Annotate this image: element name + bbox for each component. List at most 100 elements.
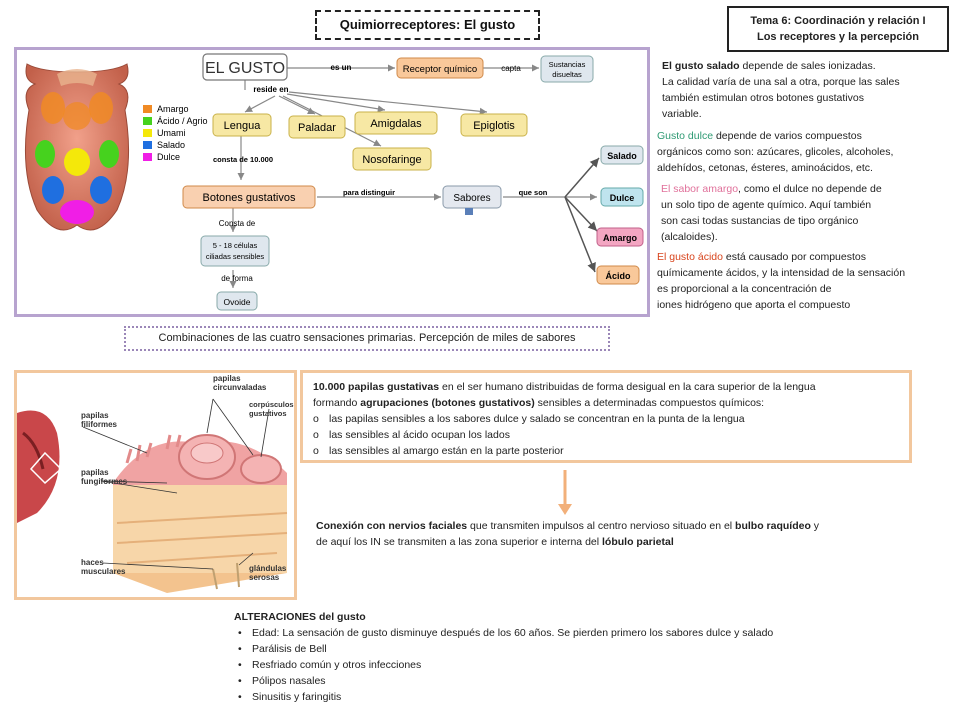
node-paladar-label: Paladar: [298, 122, 336, 134]
papilas-line-2c: sensibles a determinadas compuestos quím…: [534, 397, 765, 409]
topic-line-2: Los receptores y la percepción: [756, 31, 919, 43]
node-celulas: [200, 235, 270, 267]
node-lengua: [212, 113, 272, 137]
node-sabores-label: Sabores: [453, 193, 490, 204]
link-para-distinguir: para distinguir: [343, 188, 395, 197]
node-receptor-label: Receptor químico: [403, 64, 477, 75]
node-amigdalas: [354, 111, 438, 135]
papilas-box: 10.000 papilas gustativas en el ser huma…: [300, 370, 912, 463]
node-ovoide: [216, 291, 258, 311]
amargo-text: El sabor amargo, como el dulce no depend…: [661, 181, 951, 245]
label-fungiformes-2: fungiformes: [81, 477, 128, 486]
papilas-line-1: en el ser humano distribuidas de forma d…: [439, 381, 816, 393]
node-amargo: [596, 227, 644, 247]
legend-swatch-amargo: [143, 105, 152, 113]
papilla-illustration: papilas circunvaladas corpúsculos gustat…: [17, 374, 294, 593]
link-capta: capta: [501, 64, 521, 73]
list-item: las sensibles al ácido ocupan los lados: [313, 427, 899, 443]
dulce-line-3: aldehídos, cetonas, ésteres, aminoácidos…: [657, 162, 873, 174]
salado-line-3: también estimulan otros botones gustativ…: [662, 92, 864, 104]
legend-swatch-umami: [143, 129, 152, 137]
list-item: Parálisis de Bell: [234, 641, 934, 657]
tongue-illustration: [24, 63, 130, 231]
link-consta-de: Consta de: [219, 219, 256, 228]
topic-line-1: Tema 6: Coordinación y relación I: [750, 15, 926, 27]
topic-box: Tema 6: Coordinación y relación I Los re…: [727, 6, 949, 52]
legend-label-salado: Salado: [157, 140, 185, 150]
salado-line-4: variable.: [662, 108, 702, 120]
dulce-text: Gusto dulce depende de varios compuestos…: [657, 128, 952, 176]
node-amargo-label: Amargo: [603, 233, 638, 243]
list-item: las sensibles al amargo están en la part…: [313, 443, 899, 459]
label-glandulas-2: serosas: [249, 573, 280, 582]
node-acido-label: Ácido: [605, 271, 631, 281]
papilas-line-2a: formando: [313, 397, 361, 409]
node-nasofaringe: [352, 147, 432, 171]
node-amigdalas-label: Amigdalas: [370, 118, 422, 130]
label-circunvaladas-2: circunvaladas: [213, 383, 267, 392]
node-dulce-label: Dulce: [610, 193, 635, 203]
page-title: Quimiorreceptores: El gusto: [315, 10, 540, 40]
node-celulas-l1: 5 - 18 células: [213, 241, 258, 250]
node-botones: [182, 185, 316, 209]
acido-text: El gusto ácido está causado por compuest…: [657, 249, 957, 313]
node-el-gusto-label: EL GUSTO: [205, 60, 285, 77]
legend-swatch-acido: [143, 117, 152, 125]
node-paladar: [288, 115, 346, 139]
link-consta-10000: consta de 10.000: [213, 155, 273, 164]
salado-text: El gusto salado depende de sales ionizad…: [662, 58, 952, 122]
conexion-lobulo: lóbulo parietal: [602, 536, 674, 548]
label-fungiformes-1: papilas: [81, 468, 109, 477]
node-acido: [596, 265, 640, 285]
legend-swatch-salado: [143, 141, 152, 149]
node-dulce: [600, 187, 644, 207]
node-sustancias-l1: Sustancias: [549, 60, 586, 69]
node-salado-label: Salado: [607, 151, 637, 161]
list-item: Resfriado común y otros infecciones: [234, 657, 934, 673]
label-corpusculos-1: corpúsculos: [249, 400, 294, 409]
node-receptor: [396, 57, 484, 79]
list-item: Edad: La sensación de gusto disminuye de…: [234, 625, 934, 641]
legend-label-umami: Umami: [157, 128, 186, 138]
amargo-line-4: (alcaloides).: [661, 231, 718, 243]
acido-rest: está causado por compuestos: [722, 251, 866, 263]
legend-label-dulce: Dulce: [157, 152, 180, 162]
link-de-forma: de forma: [221, 274, 253, 283]
dulce-lead: Gusto dulce: [657, 130, 714, 142]
amargo-lead: El sabor amargo: [661, 183, 739, 195]
list-item: Sinusitis y faringitis: [234, 689, 934, 705]
acido-line-3: es proporcional a la concentración de: [657, 283, 832, 295]
list-item: Pólipos nasales: [234, 673, 934, 689]
label-corpusculos-2: gustativos: [249, 409, 287, 418]
concept-map-frame: Amargo Ácido / Agrio Umami Salado Dulce: [14, 47, 650, 317]
acido-line-4: iones hidrógeno que aporta el compuesto: [657, 299, 851, 311]
node-celulas-l2: ciliadas sensibles: [206, 252, 265, 261]
acido-line-2: químicamente ácidos, y la intensidad de …: [657, 267, 906, 279]
node-lengua-label: Lengua: [224, 120, 262, 132]
papilas-list: las papilas sensibles a los sabores dulc…: [313, 411, 899, 459]
legend-swatch-dulce: [143, 153, 152, 161]
node-epiglotis: [460, 113, 528, 137]
node-botones-label: Botones gustativos: [203, 192, 296, 204]
tongue-legend: Amargo Ácido / Agrio Umami Salado Dulce: [143, 104, 208, 162]
label-filiformes-2: filiformes: [81, 420, 118, 429]
node-epiglotis-label: Epiglotis: [473, 120, 515, 132]
label-filiformes-1: papilas: [81, 411, 109, 420]
conexion-bulbo: bulbo raquídeo: [735, 520, 811, 532]
link-es-un: es un: [331, 63, 352, 72]
label-haces-2: musculares: [81, 567, 126, 576]
node-ovoide-label: Ovoide: [224, 297, 251, 307]
concept-map: Amargo Ácido / Agrio Umami Salado Dulce: [24, 53, 644, 311]
node-el-gusto: [202, 53, 288, 81]
node-sustancias-l2: disueltas: [552, 70, 582, 79]
link-que-son: que son: [519, 188, 548, 197]
label-glandulas-1: glándulas: [249, 564, 287, 573]
alteraciones-list: Edad: La sensación de gusto disminuye de…: [234, 625, 934, 705]
salado-lead: El gusto salado: [662, 60, 740, 72]
conexion-c: de aquí los IN se transmiten a las zona …: [316, 536, 602, 548]
papilas-line-2b: agrupaciones (botones gustativos): [360, 397, 535, 409]
link-reside-en: reside en: [253, 85, 288, 94]
node-salado: [600, 145, 644, 165]
conexion-text: Conexión con nervios faciales que transm…: [316, 518, 916, 550]
alteraciones-section: ALTERACIONES del gusto Edad: La sensació…: [234, 609, 934, 705]
